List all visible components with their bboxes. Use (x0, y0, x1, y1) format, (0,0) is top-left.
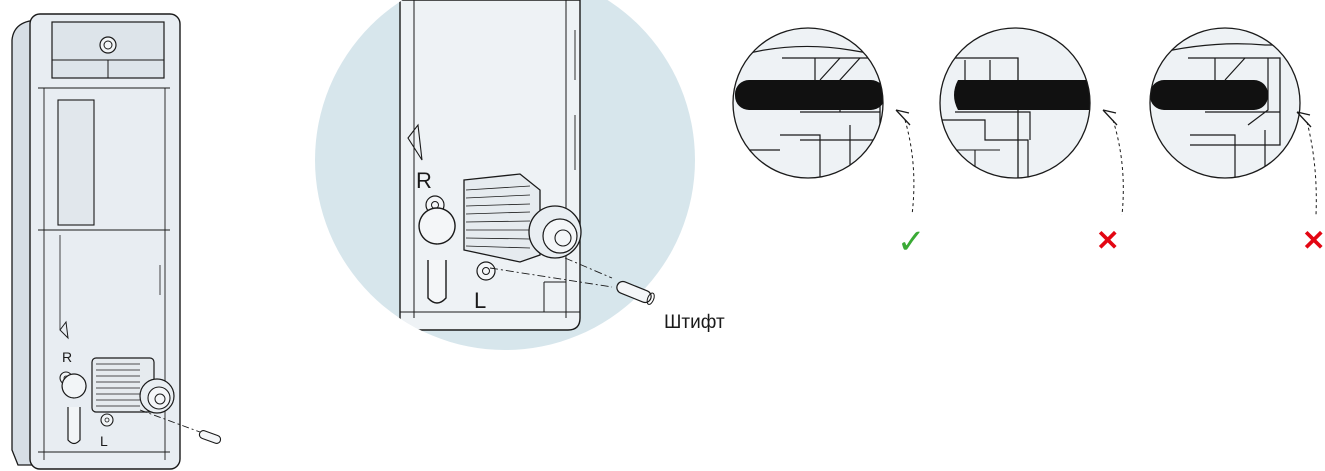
zoom-keyhole-icon (418, 207, 456, 304)
top-screw-icon (99, 36, 117, 54)
callout-incorrect-1: ✕ (939, 27, 1124, 256)
incorrect-cross-icon-2: ✕ (1302, 225, 1325, 256)
callout-incorrect-2: ✕ (1149, 27, 1325, 256)
cable-gland-icon (91, 357, 175, 414)
zoom-left-marker-label: L (474, 288, 486, 313)
right-marker-label: R (62, 349, 72, 365)
callout-correct: ✓ (732, 27, 926, 261)
zoom-right-marker-label: R (416, 168, 432, 193)
zoom-left-hole-icon (476, 261, 496, 281)
zoom-pin-icon (616, 280, 655, 305)
keyhole-icon (61, 373, 87, 445)
correct-check-icon: ✓ (897, 223, 926, 261)
incorrect-cross-icon-1: ✕ (1096, 225, 1119, 256)
pin-icon (198, 430, 222, 444)
zoomed-detail-view: R L (315, 0, 695, 350)
pin-label: Штифт (664, 312, 725, 333)
left-marker-label: L (100, 433, 108, 449)
left-hole-icon (100, 413, 114, 427)
housing-back-view: R L (11, 13, 222, 470)
zoom-cable-gland-icon (463, 173, 582, 263)
